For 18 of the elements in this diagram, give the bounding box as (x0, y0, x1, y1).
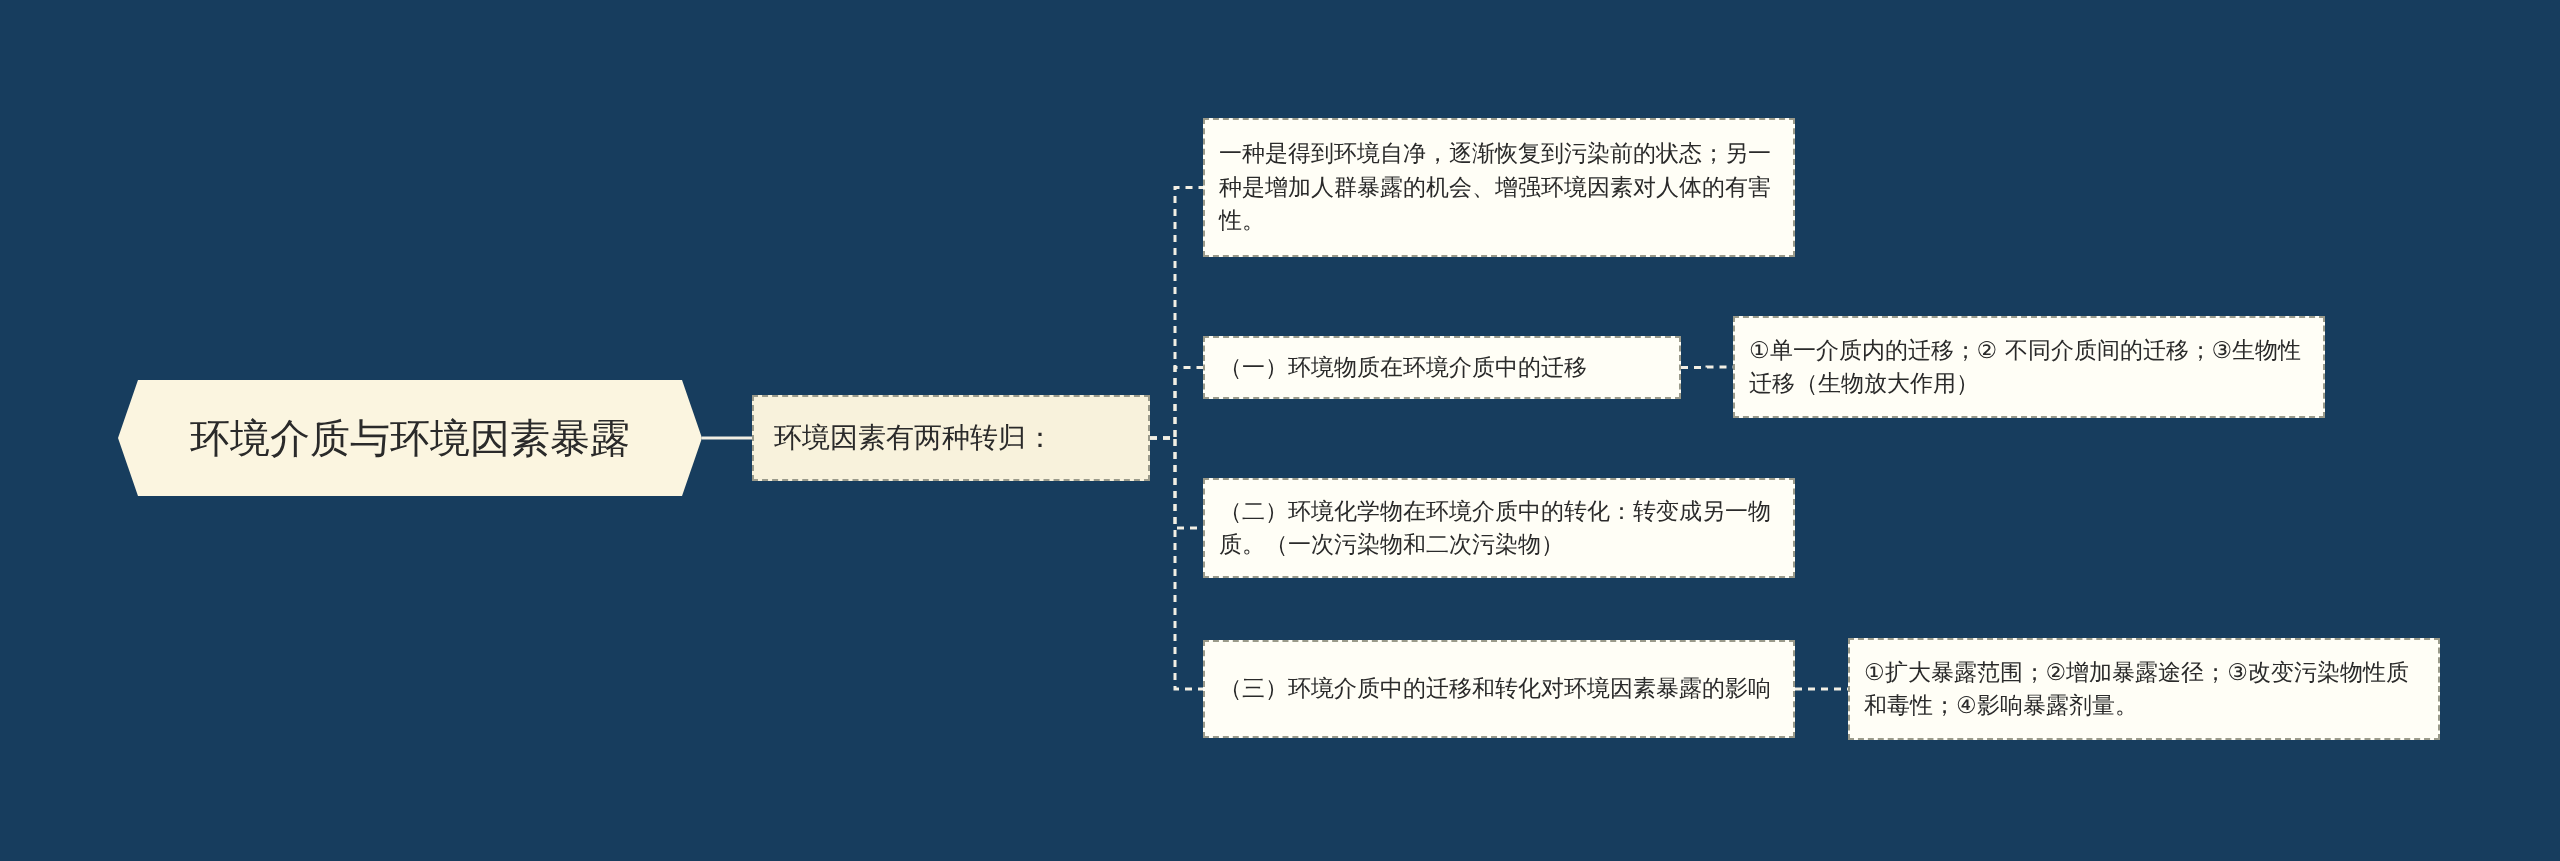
node-text: 一种是得到环境自净，逐渐恢复到污染前的状态；另一种是增加人群暴露的机会、增强环境因素对人体的有害性。 (1219, 139, 1772, 236)
node-text: 环境因素有两种转归： (774, 419, 1054, 456)
node-text: 环境介质与环境因素暴露 (190, 414, 630, 463)
topic-box (1203, 118, 1795, 257)
node-text: （二）环境化学物在环境介质中的转化：转变成另一物质。（一次污染物和二次污染物） (1219, 496, 1772, 559)
topic-box (1848, 638, 2440, 740)
node-text: （一）环境物质在环境介质中的迁移 (1219, 352, 1587, 382)
topic-box (1203, 478, 1795, 578)
node-text: ①单一介质内的迁移；② 不同介质间的迁移；③生物性迁移（生物放大作用） (1749, 335, 2303, 398)
connector-line (1150, 436, 1203, 691)
topic-box (1203, 640, 1795, 738)
node-text: （三）环境介质中的迁移和转化对环境因素暴露的影响 (1219, 674, 1771, 704)
topic-box (1733, 316, 2325, 418)
topic-box (1203, 336, 1681, 399)
hexagon-node (118, 380, 702, 496)
topic-box (752, 395, 1150, 481)
connector-line (702, 436, 752, 440)
node-text: ①扩大暴露范围；②增加暴露途径；③改变污染物性质和毒性；④影响暴露剂量。 (1864, 657, 2410, 720)
